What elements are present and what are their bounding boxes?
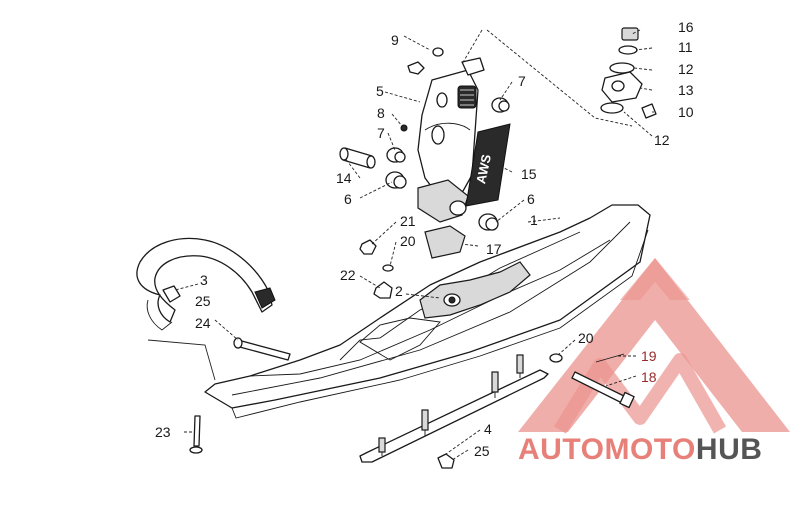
watermark-text: AUTOMOTOHUB bbox=[518, 433, 762, 466]
callout-23: 23 bbox=[155, 424, 171, 440]
callout-24: 24 bbox=[195, 315, 211, 331]
upper-cap-parts bbox=[600, 27, 657, 119]
callout-9: 9 bbox=[391, 32, 399, 48]
nut-9 bbox=[407, 47, 444, 75]
callout-7-lower: 7 bbox=[377, 125, 385, 141]
bushing-6-left bbox=[385, 171, 407, 189]
callout-19: 19 bbox=[641, 348, 657, 364]
ski-body bbox=[204, 204, 651, 419]
callout-10: 10 bbox=[678, 104, 694, 120]
callout-12-top: 12 bbox=[678, 61, 694, 77]
callout-11: 11 bbox=[678, 39, 693, 55]
callout-3: 3 bbox=[200, 272, 208, 288]
ski-loop-handle bbox=[136, 237, 276, 331]
callout-4: 4 bbox=[484, 421, 492, 437]
callout-5: 5 bbox=[376, 83, 384, 99]
washer-20-lower bbox=[549, 353, 563, 363]
callout-25-upper: 25 bbox=[195, 293, 211, 309]
watermark-logo bbox=[518, 258, 790, 434]
callout-25-lower: 25 bbox=[474, 443, 490, 459]
spindle-assembly: AWS bbox=[417, 57, 511, 259]
callout-6-left: 6 bbox=[344, 191, 352, 207]
shock-decal-text: AWS bbox=[473, 153, 494, 185]
callout-2: 2 bbox=[395, 283, 403, 299]
bushing-6-right bbox=[478, 213, 499, 231]
callout-21: 21 bbox=[400, 213, 416, 229]
leader-lines bbox=[147, 29, 654, 461]
callout-17: 17 bbox=[486, 241, 502, 257]
watermark-word-part1: AUTOMOTO bbox=[518, 433, 696, 466]
callout-15: 15 bbox=[521, 166, 537, 182]
callout-labels: 16 11 12 13 10 12 9 5 7 8 7 15 14 6 6 1 … bbox=[155, 19, 694, 459]
pin-19 bbox=[595, 353, 625, 363]
wear-bar bbox=[359, 354, 549, 463]
callout-22: 22 bbox=[340, 267, 356, 283]
callout-20-upper: 20 bbox=[400, 233, 416, 249]
nut-22 bbox=[373, 281, 393, 299]
svg-text:AUTOMOTOHUB: AUTOMOTOHUB bbox=[518, 433, 762, 466]
nut-25-lower bbox=[437, 453, 455, 469]
callout-18: 18 bbox=[641, 369, 657, 385]
screw-23 bbox=[189, 415, 203, 454]
callout-13: 13 bbox=[678, 82, 694, 98]
bolt-24 bbox=[233, 337, 291, 361]
callout-1: 1 bbox=[530, 212, 538, 228]
bushing-14 bbox=[339, 147, 376, 169]
grease-fitting-8 bbox=[400, 124, 408, 132]
spacer-7-lower bbox=[386, 147, 406, 163]
callout-12-bottom: 12 bbox=[654, 132, 670, 148]
callout-6-right: 6 bbox=[527, 191, 535, 207]
callout-8: 8 bbox=[377, 105, 385, 121]
callout-7-upper: 7 bbox=[518, 73, 526, 89]
watermark-word-part2: HUB bbox=[696, 433, 763, 466]
callout-20-lower: 20 bbox=[578, 330, 594, 346]
spacer-7-upper bbox=[491, 97, 510, 113]
washer-20-upper bbox=[382, 264, 394, 272]
callout-16: 16 bbox=[678, 19, 694, 35]
callout-14: 14 bbox=[336, 170, 352, 186]
bolt-18 bbox=[571, 371, 635, 409]
